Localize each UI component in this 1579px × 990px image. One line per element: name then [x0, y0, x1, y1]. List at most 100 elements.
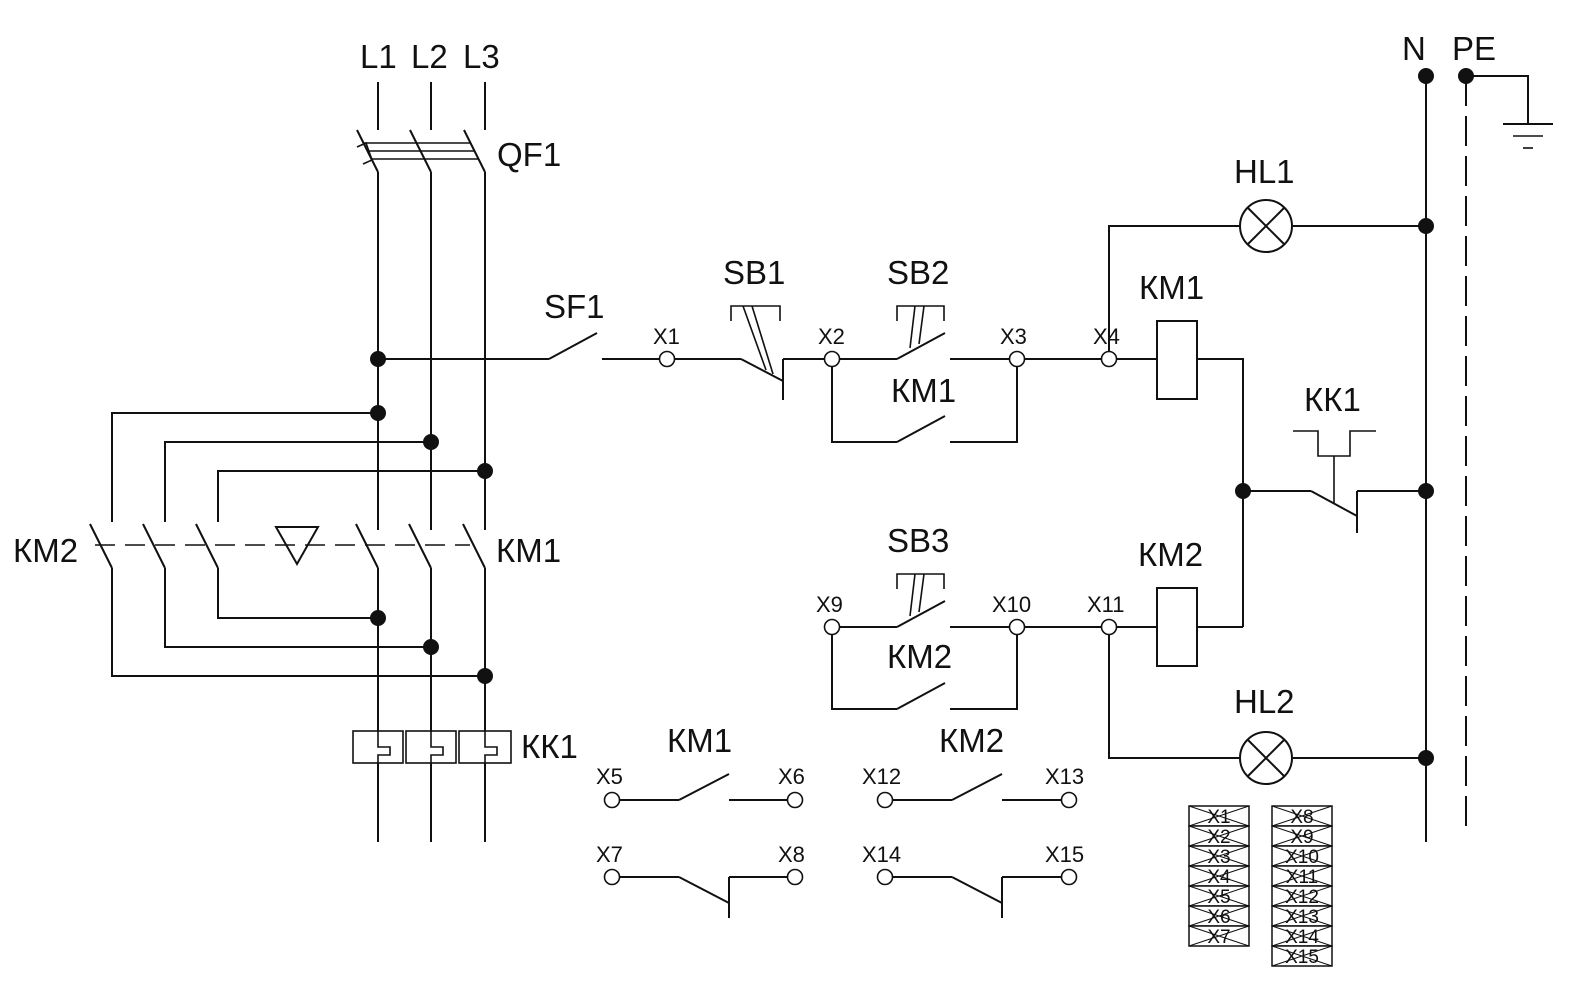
terminal-block-label: X2: [1207, 827, 1230, 848]
km2-hold-label: КМ2: [887, 638, 952, 675]
terminal-block-cell: X5: [1188, 885, 1250, 908]
terminals-top: X1 X2 X3 X4 X9 X10 X11: [653, 324, 1125, 636]
kk1-contact: КК1: [1243, 381, 1426, 533]
breaker-sf1: SF1: [544, 288, 605, 360]
terminal-block-cell: X7: [1188, 925, 1250, 948]
terminal-x10: X10: [992, 592, 1031, 617]
button-sb3: SB3: [887, 522, 949, 628]
km2-power-contacts: [89, 523, 219, 569]
coil-km2: КМ2: [1138, 536, 1243, 667]
terminal-block-cell: X13: [1271, 905, 1333, 928]
terminal-block-cell: X2: [1188, 825, 1250, 848]
terminal-x1: X1: [653, 324, 680, 349]
km1-hold-label: КМ1: [891, 372, 956, 409]
n-label: N: [1402, 30, 1426, 67]
terminal-block-label: X1: [1207, 807, 1230, 828]
terminal-block-label: X11: [1286, 867, 1318, 888]
terminal-x15: X15: [1045, 842, 1084, 867]
terminal-block-label: X6: [1207, 907, 1230, 928]
terminal-block-cell: X14: [1271, 925, 1333, 948]
km1-power-contacts: [355, 523, 486, 569]
breaker-qf1: QF1: [356, 129, 561, 173]
terminal-block-label: X10: [1285, 847, 1319, 868]
terminal-block-label: X14: [1285, 927, 1319, 948]
km2-aux-label: КМ2: [939, 722, 1004, 759]
terminal-block-label: X7: [1207, 927, 1230, 948]
terminal-x6: X6: [778, 764, 805, 789]
phase-label-l2: L2: [411, 38, 448, 75]
lamp-hl2: HL2: [1108, 627, 1426, 785]
km2-coil-label: КМ2: [1138, 536, 1203, 573]
ground-icon: [1503, 123, 1553, 149]
terminal-block-label: X9: [1290, 827, 1313, 848]
aux-contacts-km1: КМ1 X5 X6 X7 X8: [596, 722, 805, 918]
terminal-block-label: X15: [1285, 947, 1319, 968]
button-sb2: SB2: [887, 254, 949, 360]
terminal-block-cell: X8: [1271, 805, 1333, 828]
neutral-line: N: [1402, 30, 1427, 842]
terminal-block-cell: X4: [1188, 865, 1250, 888]
terminal-x12: X12: [862, 764, 901, 789]
terminal-x4: X4: [1093, 324, 1120, 349]
terminal-x2: X2: [818, 324, 845, 349]
terminal-block-cell: X6: [1188, 905, 1250, 928]
breaker-icon: [356, 129, 486, 173]
km1-coil-label: КМ1: [1139, 269, 1204, 306]
aux-contacts-km2: КМ2 X12 X13 X14 X15: [862, 722, 1084, 918]
terminal-block-cell: X10: [1271, 845, 1333, 868]
coil-icon: [1156, 587, 1198, 667]
button-sb1: SB1: [723, 254, 785, 400]
pe-label: PE: [1452, 30, 1496, 67]
terminal-x14: X14: [862, 842, 901, 867]
terminal-x3: X3: [1000, 324, 1027, 349]
terminal-block-cell: X15: [1271, 945, 1333, 968]
thermal-relay-icon: [352, 730, 512, 764]
terminal-block-cell: X9: [1271, 825, 1333, 848]
terminal-x11: X11: [1087, 592, 1125, 617]
km2-power-label: КМ2: [13, 532, 78, 569]
lamp-icon: [1239, 731, 1293, 785]
terminal-block-label: X3: [1207, 847, 1230, 868]
terminal-block-label: X13: [1285, 907, 1319, 928]
qf1-label: QF1: [497, 136, 561, 173]
kk1-contact-label: КК1: [1304, 381, 1361, 418]
terminal-block-cell: X11: [1271, 865, 1333, 888]
km1-power-label: КМ1: [496, 532, 561, 569]
phase-label-l1: L1: [360, 38, 397, 75]
reversing-wiring: [111, 412, 485, 677]
km1-aux-label: КМ1: [667, 722, 732, 759]
terminal-block-cell: X1: [1188, 805, 1250, 828]
terminal-x5: X5: [596, 764, 623, 789]
terminal-block-label: X8: [1290, 807, 1313, 828]
hl1-label: HL1: [1234, 153, 1295, 190]
terminal-block-label: X5: [1207, 887, 1230, 908]
pe-line: PE: [1452, 30, 1553, 830]
sb3-label: SB3: [887, 522, 949, 559]
coil-icon: [1156, 320, 1198, 400]
terminal-block-label: X4: [1207, 867, 1231, 888]
thermal-relay-kk1: КК1: [352, 728, 578, 765]
terminal-block-label: X12: [1285, 887, 1319, 908]
phase-label-l3: L3: [463, 38, 500, 75]
hl2-label: HL2: [1234, 683, 1295, 720]
lamp-icon: [1239, 199, 1293, 253]
terminal-x13: X13: [1045, 764, 1084, 789]
kk1-thermal-label: КК1: [521, 728, 578, 765]
km2-hold-contact: КМ2: [831, 627, 1018, 710]
coil-km1: КМ1: [1139, 269, 1244, 627]
sb2-label: SB2: [887, 254, 949, 291]
terminal-block-cell: X3: [1188, 845, 1250, 868]
sb1-label: SB1: [723, 254, 785, 291]
terminal-block-cell: X12: [1271, 885, 1333, 908]
terminal-x7: X7: [596, 842, 623, 867]
phase-leads: [377, 82, 486, 130]
terminal-x9: X9: [816, 592, 843, 617]
terminal-x8: X8: [778, 842, 805, 867]
lamp-hl1: HL1: [1108, 153, 1426, 359]
interlock-triangle-icon: [274, 526, 320, 567]
sf1-label: SF1: [544, 288, 605, 325]
km1-hold-contact: КМ1: [831, 359, 1018, 443]
